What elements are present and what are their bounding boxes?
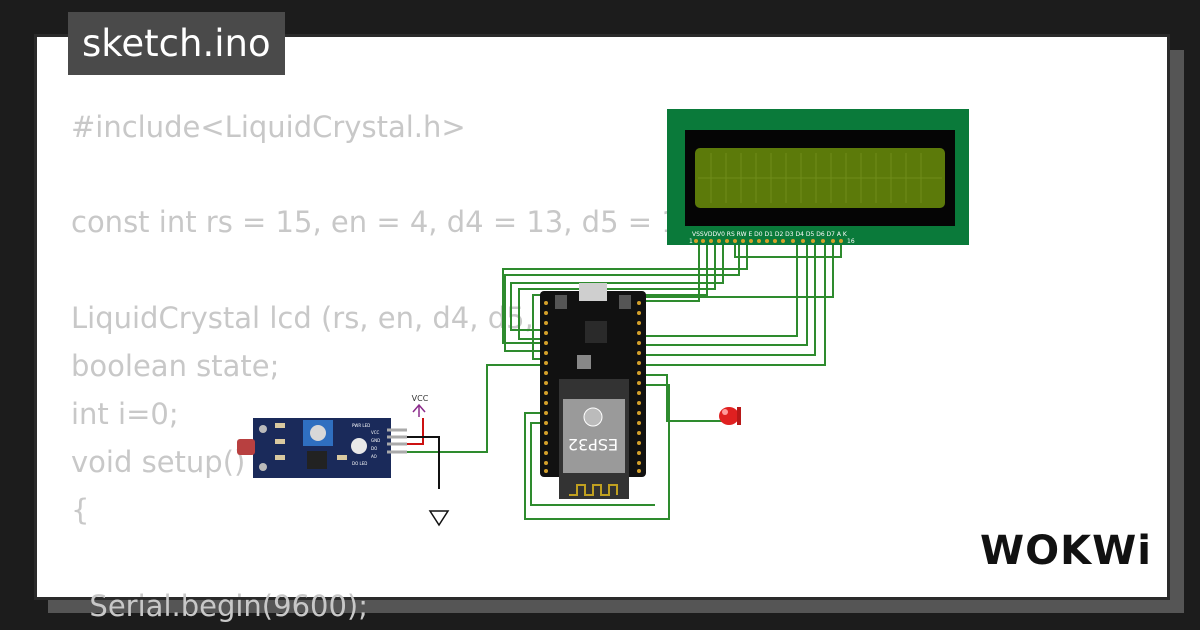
wire [639,245,816,356]
lcd-pin-first: 1 [689,238,693,245]
preview-card: #include<LiquidCrystal.h> const int rs =… [34,34,1170,623]
sensor-led-label: DO LED [352,461,367,466]
code-line: Serial.begin(9600); [71,589,369,623]
led-highlight [722,409,728,415]
wire [639,245,798,337]
espressif-logo-icon [583,407,603,427]
button-icon [555,295,567,309]
sensor-led-icon [351,438,367,454]
sensor-led-label: PWR LED [352,423,370,428]
wire [524,384,670,520]
esp32-pins-right [637,301,641,473]
wire [639,245,808,346]
sensor-pin-label: VCC [371,430,380,435]
code-line: int i=0; [71,397,179,431]
sensor-header-pins [387,428,407,454]
wire [734,245,842,258]
sensor-pin-label: GND [371,438,380,443]
code-line: boolean state; [71,349,280,383]
esp32-board[interactable]: ESP32 [540,283,646,499]
lcd-pin-last: 16 [847,238,855,245]
circuit-diagram[interactable]: VSSVDDV0 RS RW E D0 D1 D2 D3 D4 D5 D6 D7… [37,37,1167,597]
file-name-tag: sketch.ino [68,12,285,75]
ground-wire [407,436,440,489]
ldr-sensor-module[interactable]: PWR LED DO LED VCC GND DO AO [237,418,407,478]
mount-hole-icon [259,463,267,471]
wire [639,245,826,366]
code-line: { [71,493,90,527]
wokwi-logo: WOKWi [980,528,1151,574]
esp32-label: ESP32 [568,435,618,454]
sensor-pin-label: AO [371,454,377,459]
code-line: #include<LiquidCrystal.h> [71,110,466,144]
wire [510,245,724,331]
resistor-icon [275,455,285,460]
wire [502,245,748,344]
wire [639,374,723,422]
red-led[interactable] [719,407,741,425]
photoresistor-icon [237,439,255,455]
ground-symbol-icon [428,510,450,527]
lcd-character-grid [698,153,942,203]
button-icon [619,295,631,309]
wire [504,245,740,352]
logo-text: WOKWi [980,528,1152,574]
potentiometer-knob-icon [310,425,326,441]
regulator-icon [577,355,591,369]
comparator-chip-icon [307,451,327,469]
lcd-pins [694,239,843,243]
wire [532,245,708,360]
wire [530,422,655,506]
mount-hole-icon [259,425,267,433]
resistor-icon [337,455,347,460]
led-body [719,407,739,425]
sensor-pin-label: DO [371,446,377,451]
vcc-label: VCC [412,394,429,403]
vcc-symbol: VCC [412,394,429,417]
wire [407,364,546,453]
chip-icon [585,321,607,343]
usb-port-icon [579,283,607,301]
esp32-pins-left [544,301,548,473]
code-line: void setup() [71,445,246,479]
led-rim [737,407,741,425]
lcd-display[interactable]: VSSVDDV0 RS RW E D0 D1 D2 D3 D4 D5 D6 D7… [667,109,969,245]
resistor-icon [275,439,285,444]
vcc-wire [407,418,424,445]
antenna-icon [569,484,618,496]
lcd-pin-labels: VSSVDDV0 RS RW E D0 D1 D2 D3 D4 D5 D6 D7… [692,231,848,238]
resistor-icon [275,423,285,428]
